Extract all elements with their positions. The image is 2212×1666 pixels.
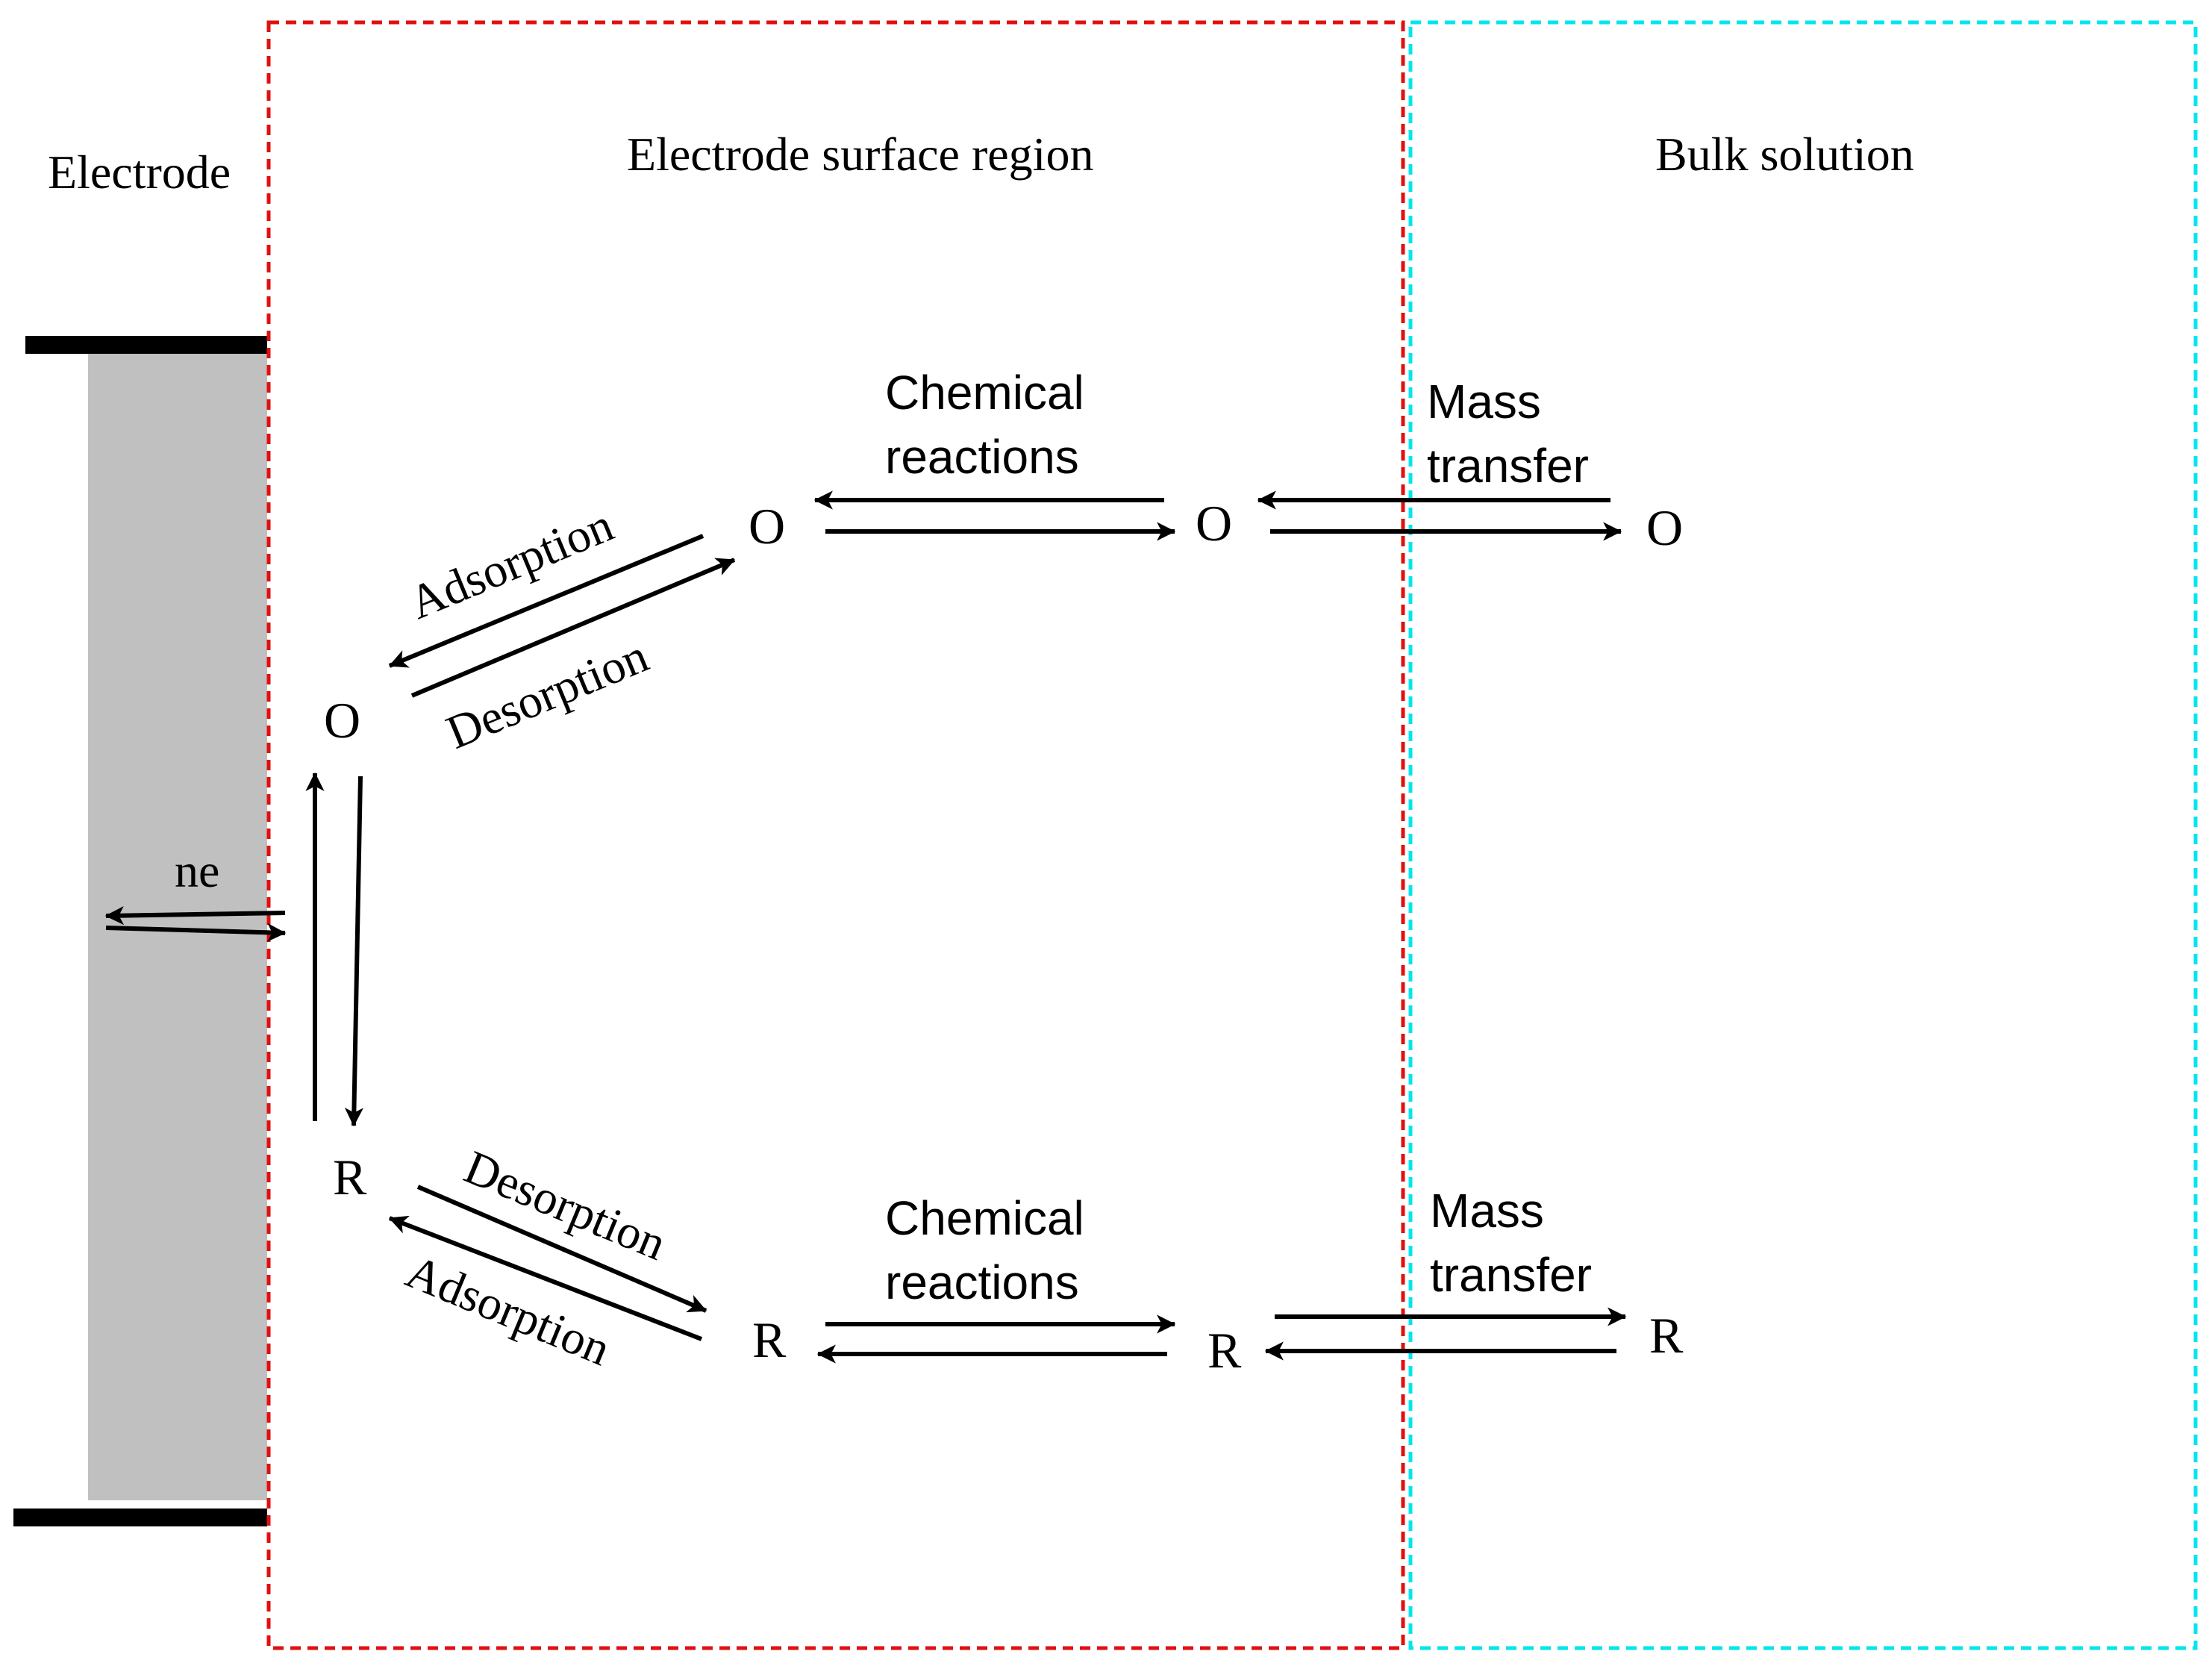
lower-desorption-arrow bbox=[416, 1185, 707, 1313]
species-o-surface: O bbox=[749, 498, 785, 555]
upper-adsorption-label: Adsorption bbox=[402, 498, 620, 629]
species-r-surface: R bbox=[752, 1311, 787, 1368]
upper-desorption-arrow bbox=[410, 558, 736, 698]
upper-mass-label-line1: Mass bbox=[1427, 375, 1541, 428]
species-r-bulk: R bbox=[1649, 1307, 1684, 1364]
electrode-label: Electrode bbox=[48, 146, 231, 199]
species-o-adsorbed: O bbox=[324, 692, 360, 749]
electron-transfer-arrow-left bbox=[104, 906, 286, 926]
upper-desorption-label: Desorption bbox=[439, 629, 655, 759]
surface-region-title: Electrode surface region bbox=[627, 128, 1093, 181]
species-r-near: R bbox=[1207, 1322, 1242, 1379]
upper-chemical-label-line1: Chemical bbox=[885, 366, 1084, 419]
electron-transfer-arrow-right bbox=[105, 923, 287, 942]
lower-mass-label-line1: Mass bbox=[1430, 1184, 1544, 1238]
upper-adsorption-arrow bbox=[388, 534, 704, 668]
species-o-near: O bbox=[1196, 495, 1232, 552]
upper-chemical-label-line2: reactions bbox=[885, 430, 1079, 484]
bulk-region-border bbox=[1408, 20, 2198, 1650]
oxidation-arrow-down bbox=[344, 776, 364, 1127]
species-r-adsorbed: R bbox=[333, 1149, 367, 1205]
electron-transfer-label: ne bbox=[175, 844, 219, 897]
lower-chemical-label-line1: Chemical bbox=[885, 1191, 1084, 1245]
lower-chemical-label-line2: reactions bbox=[885, 1255, 1079, 1309]
lower-adsorption-arrow bbox=[388, 1215, 703, 1341]
surface-region-border bbox=[266, 20, 1405, 1650]
lower-mass-label-line2: transfer bbox=[1430, 1248, 1592, 1302]
species-o-bulk: O bbox=[1646, 499, 1683, 556]
upper-mass-label-line2: transfer bbox=[1427, 439, 1589, 493]
electrode-body bbox=[88, 345, 267, 1500]
bulk-solution-title: Bulk solution bbox=[1655, 128, 1914, 181]
